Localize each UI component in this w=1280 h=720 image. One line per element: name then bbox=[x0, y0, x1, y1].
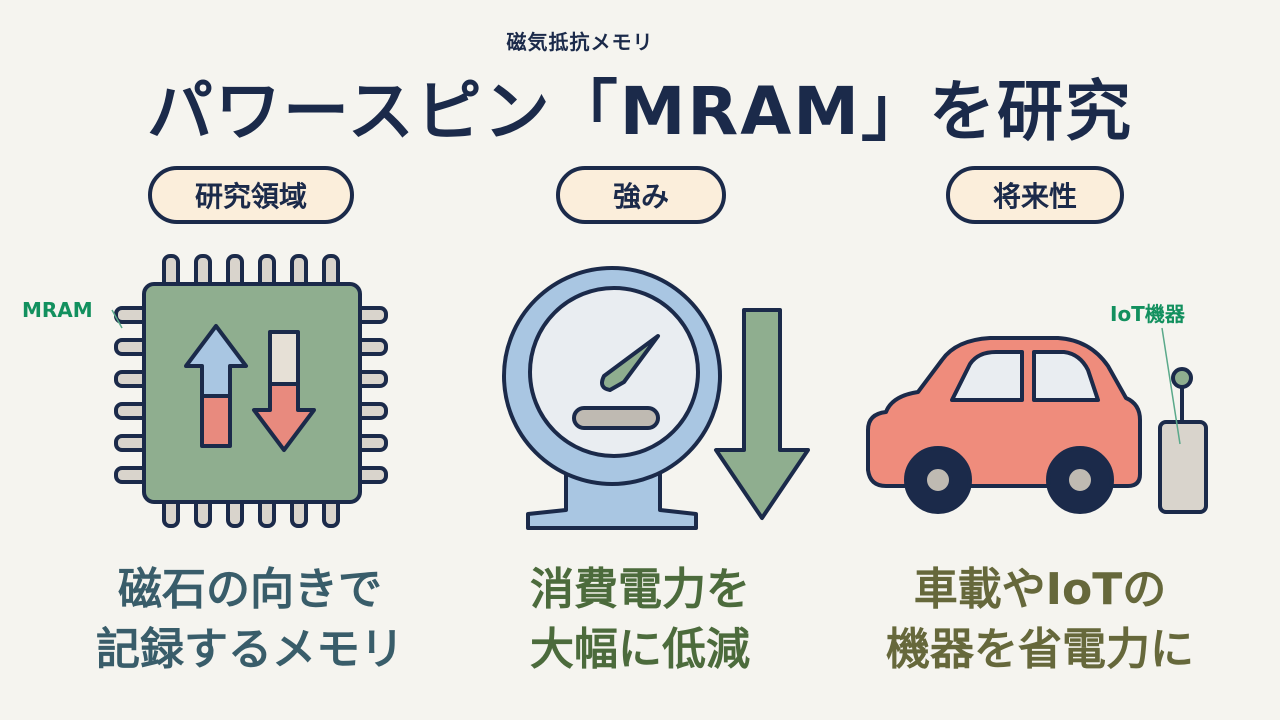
tag-strength: 強み bbox=[556, 166, 726, 224]
iot-device-icon bbox=[1158, 367, 1208, 514]
caption-strength: 消費電力を 大幅に低減 bbox=[530, 564, 750, 675]
magnet-up-arrow-icon bbox=[184, 324, 248, 448]
car-icon bbox=[866, 336, 1142, 514]
tag-research-area: 研究領域 bbox=[148, 166, 354, 224]
iot-leader-line bbox=[1161, 327, 1181, 445]
caption-future: 車載やIoTの 機器を省電力に bbox=[886, 564, 1194, 675]
down-arrow-icon bbox=[714, 308, 810, 520]
tag-future: 将来性 bbox=[946, 166, 1124, 224]
title-ruby: 磁気抵抗メモリ bbox=[506, 30, 654, 54]
mram-leader-line bbox=[111, 309, 123, 329]
page-title: パワースピン「MRAM」を研究 bbox=[147, 73, 1133, 150]
gauge-icon bbox=[502, 266, 722, 530]
mram-chip-icon bbox=[114, 254, 388, 528]
magnet-down-arrow-icon bbox=[252, 330, 316, 452]
mram-label: MRAM bbox=[22, 298, 93, 322]
caption-research-area: 磁石の向きで 記録するメモリ bbox=[96, 564, 404, 675]
iot-device-label: IoT機器 bbox=[1110, 302, 1185, 326]
